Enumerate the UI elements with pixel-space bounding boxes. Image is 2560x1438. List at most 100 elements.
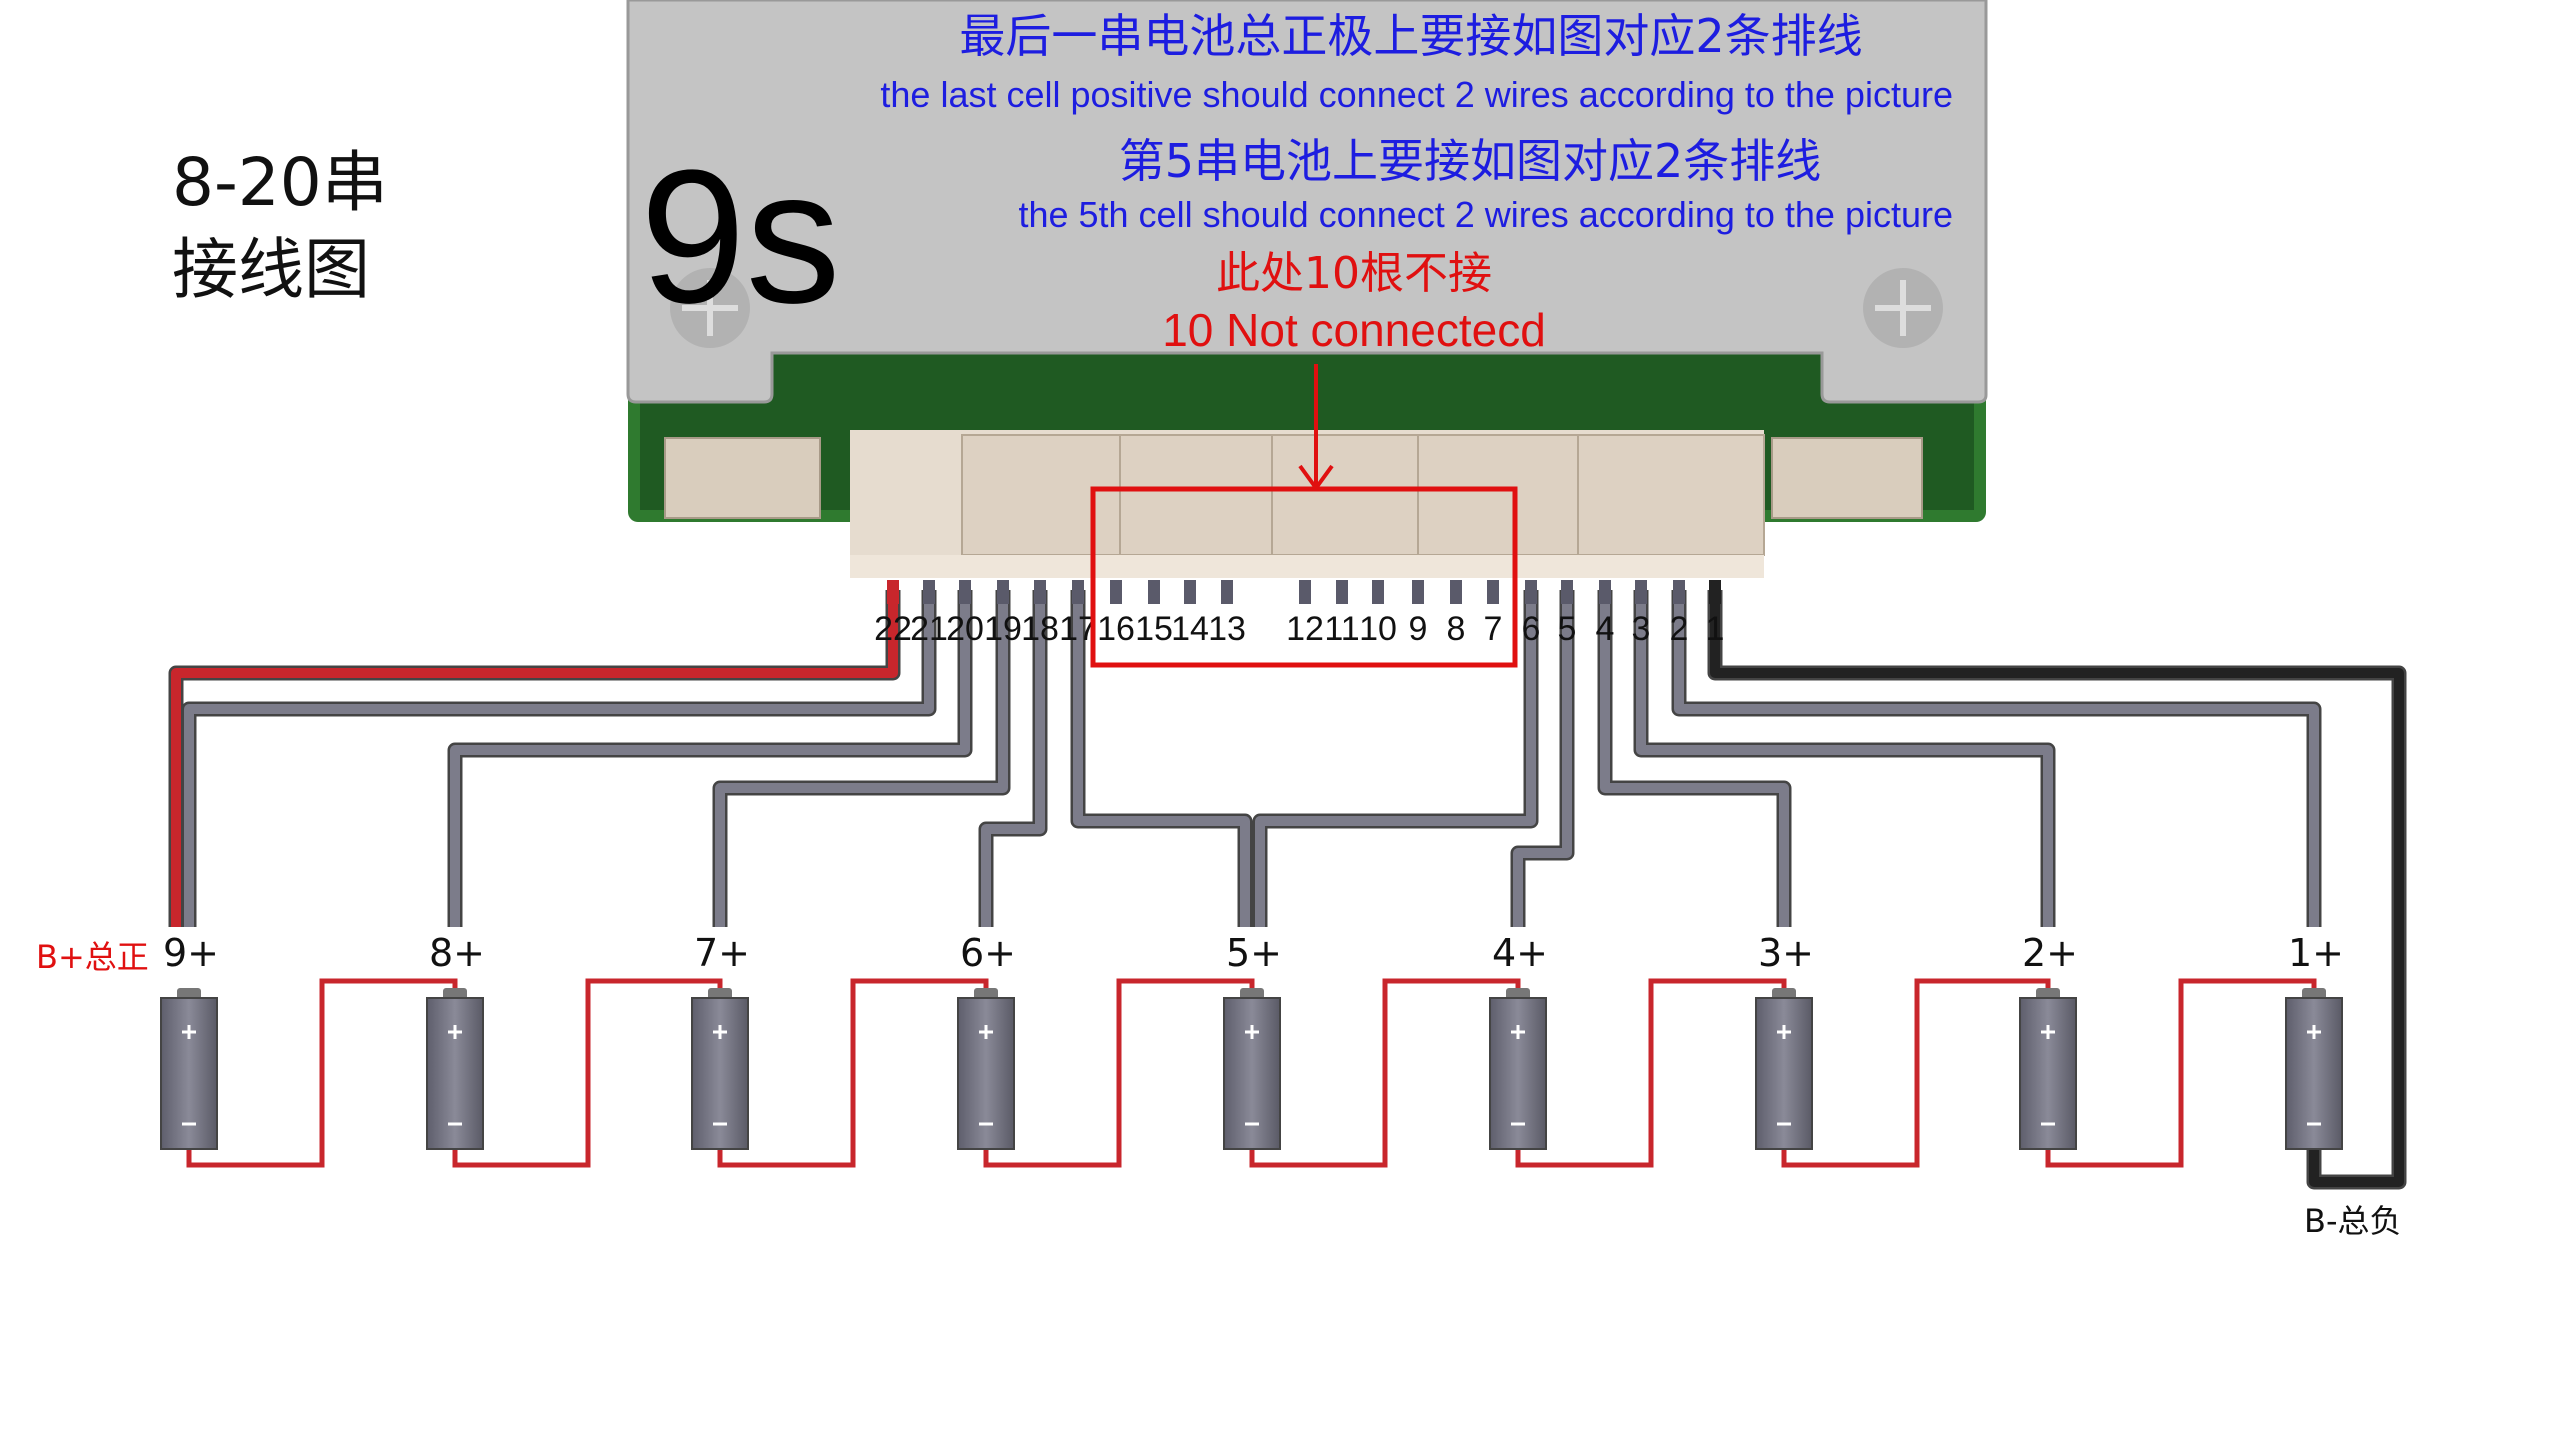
pin-18	[1034, 580, 1046, 604]
pin-label: 14	[1171, 610, 1209, 648]
wire-pin-18	[981, 590, 1045, 927]
series-link-wire	[717, 978, 989, 1168]
pin-label: 5	[1558, 610, 1577, 648]
pin-label: 16	[1097, 610, 1135, 648]
b-plus-label: B+总正	[36, 938, 149, 976]
battery-cell: 8+	[426, 931, 485, 1150]
battery-body	[1489, 997, 1547, 1150]
pin-label: 8	[1447, 610, 1466, 648]
plus-icon	[979, 1025, 993, 1039]
pin-7	[1487, 580, 1499, 604]
note-last-cell-en: the last cell positive should connect 2 …	[880, 74, 1953, 115]
wire-pin-21	[184, 590, 934, 927]
pin-11	[1336, 580, 1348, 604]
not-connected-cn: 此处10根不接	[1216, 248, 1492, 299]
pin-label: 21	[910, 610, 948, 648]
battery-label: 8+	[429, 931, 485, 975]
pin-label: 10	[1359, 610, 1397, 648]
battery-cell: 6+	[957, 931, 1016, 1150]
note-last-cell-cn: 最后一串电池总正极上要接如图对应2条排线	[959, 9, 1862, 63]
battery-cell: 5+	[1223, 931, 1282, 1150]
wire-pin-2-outline	[1671, 590, 2322, 927]
not-connected-box	[1090, 486, 1518, 668]
pin-5	[1561, 580, 1573, 604]
plus-icon	[2041, 1025, 2055, 1039]
battery-body	[691, 997, 749, 1150]
note-5th-cell-cn: 第5串电池上要接如图对应2条排线	[1119, 134, 1822, 188]
pin-6	[1525, 580, 1537, 604]
plus-icon	[182, 1025, 196, 1039]
wire-pin-3	[1636, 590, 2053, 927]
side-connector	[664, 437, 821, 519]
wire-pin-22	[171, 590, 898, 927]
pin-22	[887, 580, 899, 604]
pin-12	[1299, 580, 1311, 604]
battery-label: 4+	[1492, 931, 1548, 975]
series-link-wire	[1515, 978, 1787, 1168]
series-link-wire	[983, 978, 1255, 1168]
series-link-wire	[452, 978, 723, 1168]
pin-label: 13	[1208, 610, 1246, 648]
wire-pin-4	[1600, 590, 1789, 927]
battery-cell: 4+	[1489, 931, 1548, 1150]
pin-8	[1450, 580, 1462, 604]
pin-label: 1	[1706, 610, 1725, 648]
not-connected-en: 10 Not connectecd	[1162, 304, 1546, 356]
pin-10	[1372, 580, 1384, 604]
pin-3	[1635, 580, 1647, 604]
series-link-wire	[1781, 978, 2051, 1168]
pin-label: 3	[1632, 610, 1651, 648]
battery-label: 2+	[2022, 931, 2078, 975]
series-link-wire	[2045, 978, 2317, 1168]
wire-pin-6	[1255, 590, 1536, 927]
battery-body	[1223, 997, 1281, 1150]
pin-1	[1709, 580, 1721, 604]
wire-pin-20	[450, 590, 970, 927]
battery-body	[426, 997, 484, 1150]
battery-body	[957, 997, 1015, 1150]
wire-pin-1	[1710, 590, 2404, 1187]
plus-icon	[1245, 1025, 1259, 1039]
battery-cell: 1+	[2285, 931, 2344, 1150]
pin-label: 9	[1409, 610, 1428, 648]
pin-20	[959, 580, 971, 604]
wire-pin-3-outline	[1633, 590, 2056, 927]
pin-label: 22	[874, 610, 912, 648]
wires	[168, 590, 2407, 1190]
side-connector	[1771, 437, 1923, 519]
plus-icon	[1511, 1025, 1525, 1039]
pin-13	[1221, 580, 1233, 604]
plus-icon	[448, 1025, 462, 1039]
battery-body	[2285, 997, 2343, 1150]
battery-label: 7+	[694, 931, 750, 975]
battery-body	[160, 997, 218, 1150]
battery-label: 3+	[1758, 931, 1814, 975]
pin-4	[1599, 580, 1611, 604]
battery-cell: 2+	[2019, 931, 2078, 1150]
battery-label: 5+	[1226, 931, 1282, 975]
pin-label: 11	[1324, 610, 1359, 648]
pin-2	[1673, 580, 1685, 604]
pin-19	[997, 580, 1009, 604]
series-link-wire	[186, 978, 458, 1168]
plus-icon	[713, 1025, 727, 1039]
diagram-title-line2: 接线图	[172, 231, 370, 308]
battery-cell: 3+	[1755, 931, 1814, 1150]
pin-label: 4	[1596, 610, 1615, 648]
pin-15	[1148, 580, 1160, 604]
wire-pin-2	[1674, 590, 2319, 927]
pin-label: 6	[1522, 610, 1541, 648]
pin-16	[1110, 580, 1122, 604]
pin-label: 19	[984, 610, 1022, 648]
battery-pack: 9+8+7+6+5+4+3+2+1+	[160, 931, 2344, 1150]
pin-17	[1072, 580, 1084, 604]
diagram-title-line1: 8-20串	[172, 144, 388, 221]
bms-board: 9s 最后一串电池总正极上要接如图对应2条排线 the last cell po…	[626, 0, 1988, 578]
plus-icon	[1777, 1025, 1791, 1039]
wire-pin-19	[715, 590, 1008, 927]
battery-cell: 7+	[691, 931, 750, 1150]
plus-icon	[2307, 1025, 2321, 1039]
series-link-wire	[1249, 978, 1521, 1168]
battery-body	[1755, 997, 1813, 1150]
